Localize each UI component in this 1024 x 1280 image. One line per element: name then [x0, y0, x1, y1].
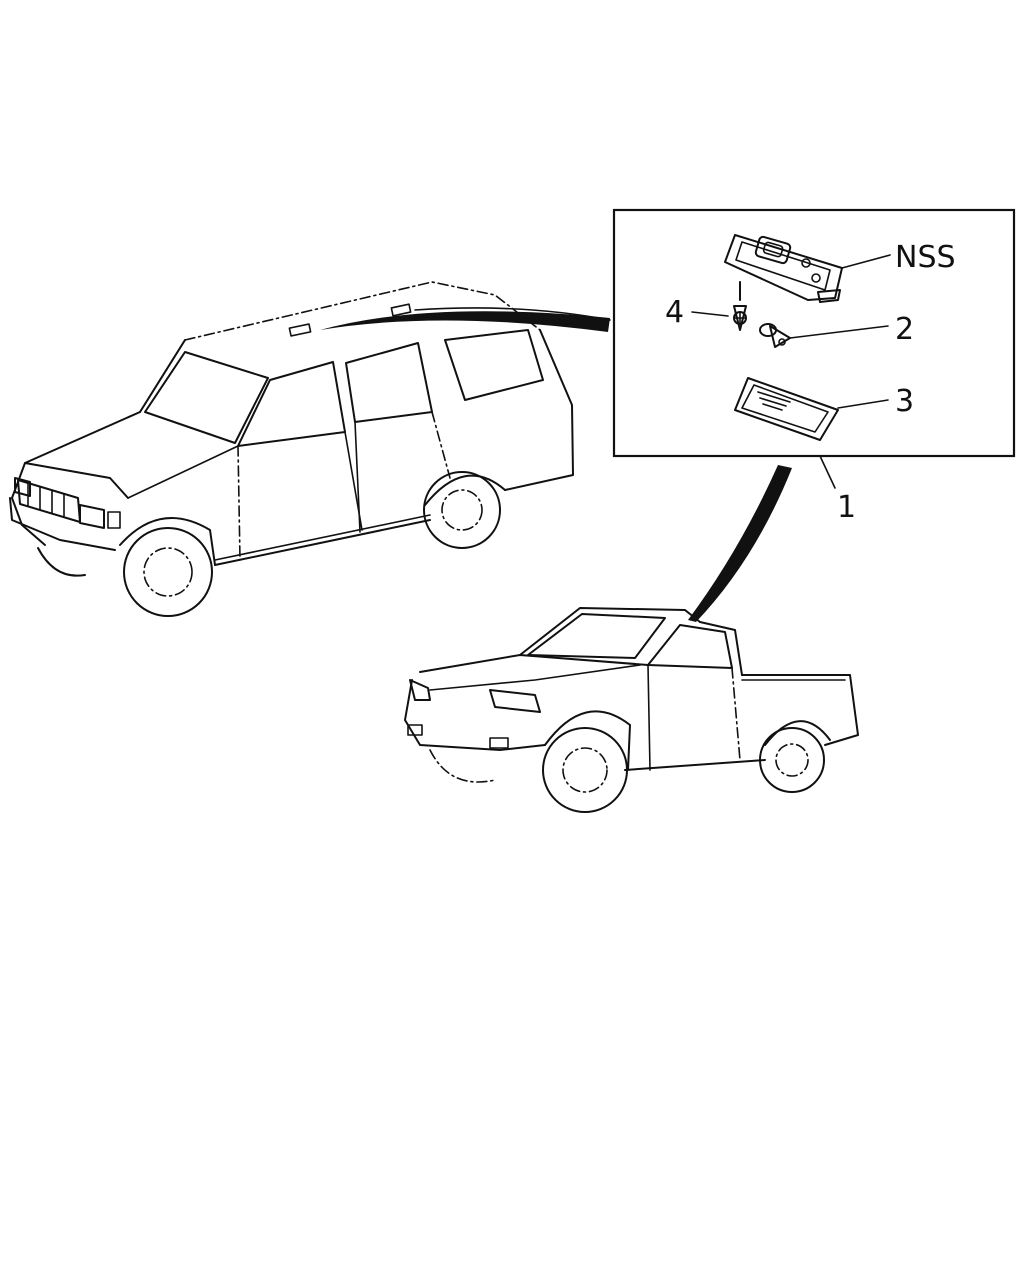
- screw-part: [733, 281, 747, 331]
- callout-1: 1: [837, 490, 856, 525]
- bulb-part: [759, 323, 791, 348]
- dome-lamp-housing: [724, 234, 843, 303]
- callout-3: 3: [895, 384, 914, 419]
- callout-2: 2: [895, 312, 914, 347]
- callout-nss: NSS: [895, 240, 956, 275]
- callout-4: 4: [665, 295, 684, 330]
- suv-illustration: [9, 281, 611, 617]
- lens-part: [734, 377, 839, 441]
- detail-inset: [612, 208, 1016, 489]
- pickup-illustration: [404, 465, 859, 813]
